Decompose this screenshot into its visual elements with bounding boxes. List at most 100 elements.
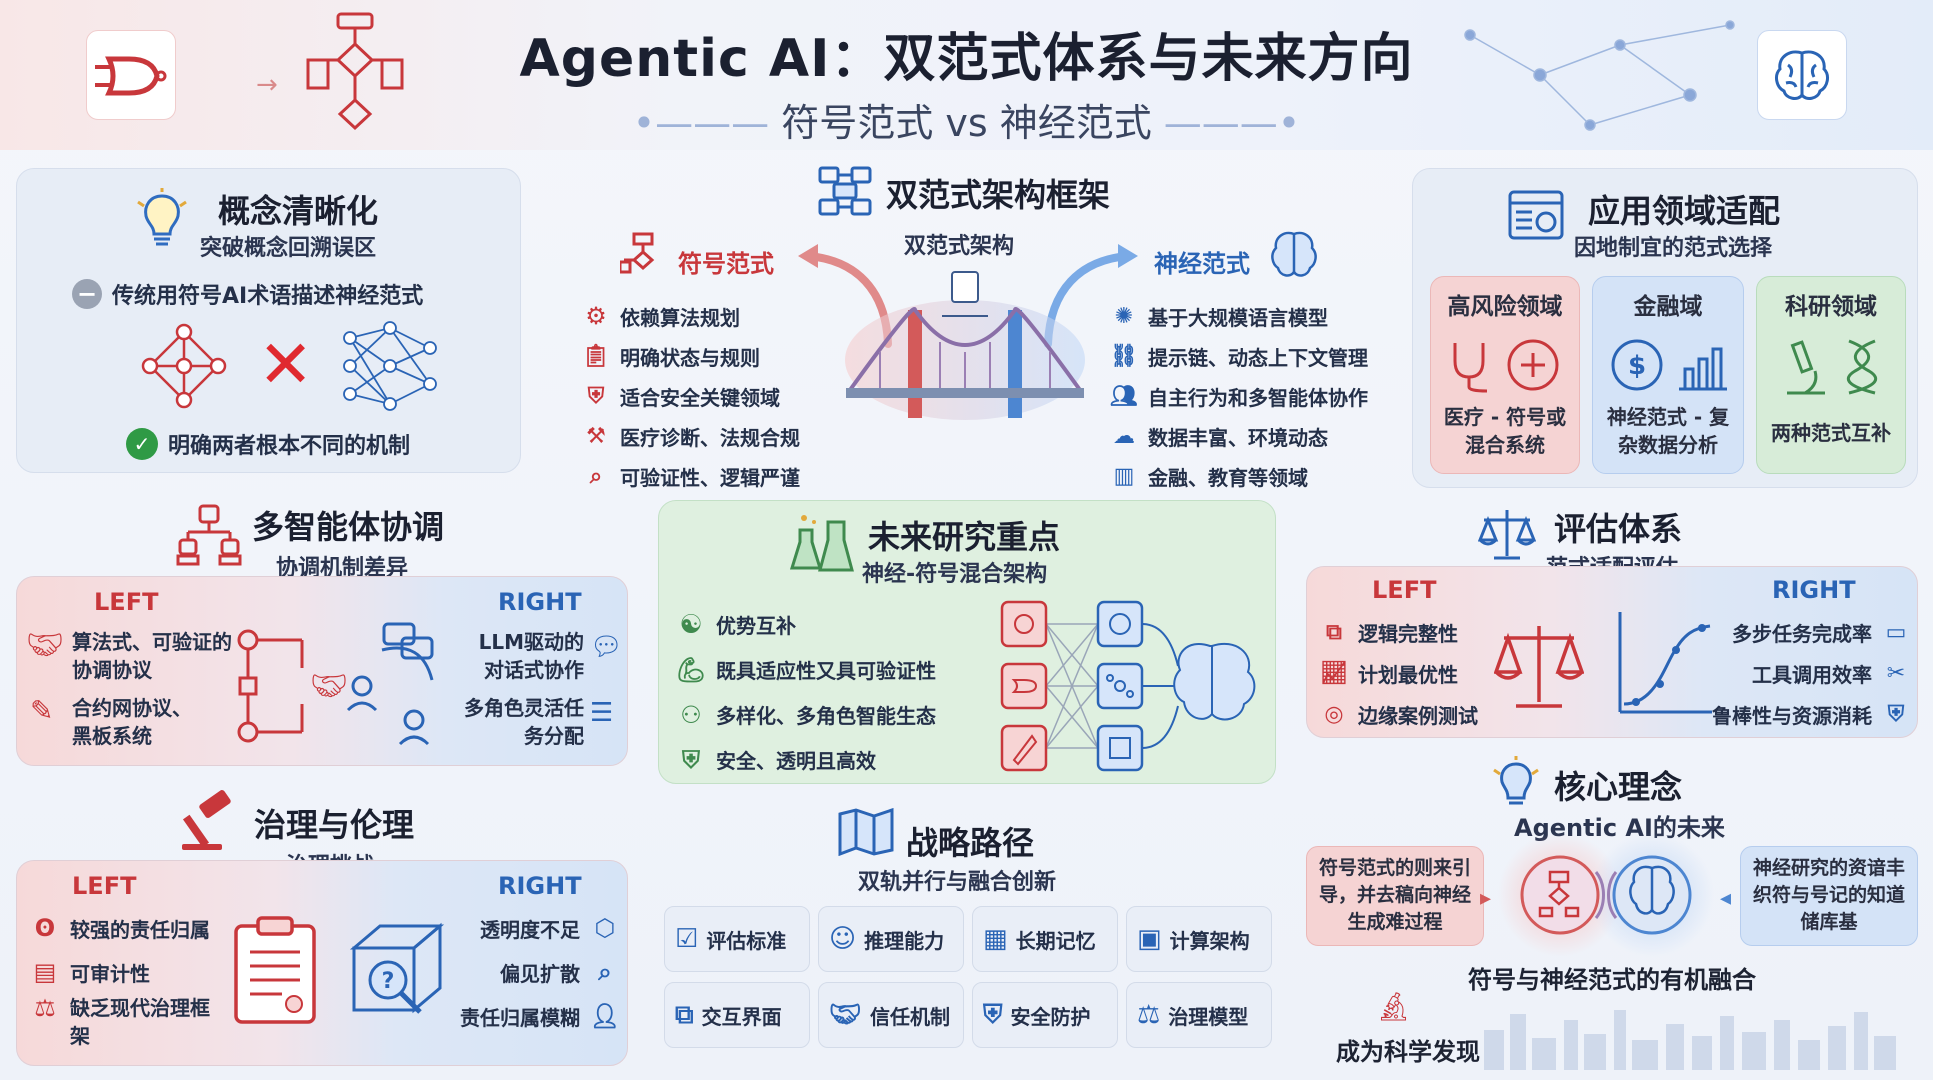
person-icon: 👤︎ <box>589 1002 621 1030</box>
core-right-arrow: ◂ <box>1720 886 1732 911</box>
neural-title: 神经范式 <box>1154 250 1250 278</box>
shield-check-icon: ⛨ <box>682 745 700 774</box>
domain-research: 科研领域 两种范式互补 <box>1756 276 1906 474</box>
strategy-tile: ☺推理能力 <box>818 906 964 972</box>
contract-icon: ✎ <box>30 694 54 727</box>
governance-right-tag: RIGHT <box>498 872 582 900</box>
core-right-box: 神经研究的资谙丰织符与号记的知道储库基 <box>1740 846 1918 946</box>
neural-item: ⛓提示链、动态上下文管理 <box>1110 343 1368 370</box>
growth-curve-icon <box>1614 608 1714 718</box>
gavel-icon: ⚒ <box>586 423 606 449</box>
brain-small-icon: ✺ <box>1114 303 1134 329</box>
multiagent-left-item: 算法式、可验证的协调协议 <box>72 630 232 682</box>
domain-desc: 神经范式 - 复杂数据分析 <box>1606 405 1730 457</box>
future-item: 💪︎既具适应性又具可验证性 <box>675 655 936 684</box>
evaluation-panel <box>1306 566 1918 738</box>
balance-icon <box>1493 618 1585 714</box>
chip-icon: ▣ <box>1137 924 1162 954</box>
cube-icon: ⬡ <box>594 914 616 942</box>
future-item: ⛨安全、透明且高效 <box>676 737 936 782</box>
bridge-illustration <box>840 270 1090 440</box>
multiagent-left-tag: LEFT <box>94 588 159 616</box>
evaluation-left-tag: LEFT <box>1372 576 1437 604</box>
governance-right-item: 透明度不足⬡ <box>440 906 620 950</box>
evaluation-left-item: ⧉逻辑完整性 <box>1320 612 1478 653</box>
domain-desc: 两种范式互补 <box>1771 421 1891 445</box>
page-title: Agentic AI：双范式体系与未来方向 <box>519 29 1414 89</box>
future-title: 未来研究重点 <box>868 518 1061 556</box>
svg-text:$: $ <box>1628 351 1646 381</box>
concept-card <box>16 168 521 473</box>
magnifier-icon: ⌕ <box>589 463 603 489</box>
symbolic-item: ⛨适合安全关键领域 <box>582 376 800 416</box>
governance-left-item: ▤可审计性 <box>30 950 210 994</box>
symbolic-network-icon <box>138 320 230 412</box>
strategy-tile: ⛨安全防护 <box>972 982 1118 1048</box>
application-title: 应用领域适配 <box>1588 192 1781 230</box>
lightbulb-icon <box>134 188 190 250</box>
core-title: 核心理念 <box>1554 768 1683 806</box>
core-fusion-graphic <box>1488 832 1724 958</box>
governance-right-list: 透明度不足⬡ 偏见扩散⌕ 责任归属模糊👤︎ <box>440 906 620 1038</box>
brain-icon <box>1757 30 1847 120</box>
concept-wrong-text: 传统用符号AI术语描述神经范式 <box>112 284 424 309</box>
document-icon: ▤ <box>33 958 57 986</box>
check-circle-icon: ✓ <box>126 428 158 460</box>
gavel-large-icon <box>178 790 244 852</box>
symbolic-flow-icon <box>618 232 666 278</box>
governance-right-item: 责任归属模糊👤︎ <box>460 1002 621 1030</box>
checklist-icon: ☑ <box>675 924 699 954</box>
microscope-dna-icon <box>1775 335 1895 397</box>
symbolic-item: 📋︎明确状态与规则 <box>582 343 760 370</box>
hybrid-architecture-diagram <box>998 596 1266 782</box>
future-card <box>658 500 1276 784</box>
concept-right-text: 明确两者根本不同的机制 <box>168 434 411 459</box>
multiagent-left-item: 合约网协议、黑板系统 <box>72 696 192 748</box>
flask-icon <box>789 512 854 574</box>
framework-title: 双范式架构框架 <box>886 176 1111 214</box>
future-list: ☯优势互补 💪︎既具适应性又具可验证性 ⚇多样化、多角色智能生态 ⛨安全、透明且… <box>676 602 936 782</box>
core-lightbulb-icon <box>1492 756 1540 810</box>
flowchart-icon <box>300 10 410 135</box>
memory-icon: ▦ <box>983 924 1008 954</box>
tools-icon: ✂ <box>1886 661 1906 686</box>
chain-link-icon: ⛓ <box>1110 343 1138 369</box>
multiagent-right-item: LLM驱动的对话式协作 <box>478 630 584 682</box>
clipboard-report-icon <box>232 916 318 1026</box>
concept-wrong-row: − 传统用符号AI术语描述神经范式 <box>72 278 423 310</box>
governance-title: 治理与伦理 <box>254 806 415 844</box>
roadmap-icon <box>838 807 894 857</box>
framework-icon <box>818 166 872 216</box>
microscope-small-icon: 🔬︎ <box>1376 990 1412 1023</box>
arrow-right-icon: → <box>256 70 278 100</box>
strategy-tile: ⧉交互界面 <box>664 982 810 1048</box>
handshake-icon: 🤝︎ <box>26 628 65 663</box>
multiagent-panel <box>16 576 628 766</box>
neural-item: ✺基于大规模语言模型 <box>1110 296 1368 336</box>
evaluation-left-item: 📈︎计划最优性 <box>1320 661 1458 687</box>
evaluation-left-item: ◎边缘案例测试 <box>1320 694 1478 735</box>
future-item: ☯优势互补 <box>676 602 936 647</box>
robot-team-icon <box>176 502 242 568</box>
neural-item: ☁数据丰富、环境动态 <box>1110 416 1368 456</box>
symbolic-title: 符号范式 <box>678 250 774 278</box>
interface-icon: ⧉ <box>675 999 694 1030</box>
domain-title: 金融域 <box>1633 294 1703 320</box>
strategy-title: 战略路径 <box>906 824 1035 862</box>
scales-small-icon: ⚖ <box>34 994 56 1022</box>
progress-icon: ▭ <box>1885 620 1907 645</box>
neural-brain-icon <box>1268 230 1320 280</box>
coordination-diagram: 🤝︎ <box>232 620 452 752</box>
future-item: ⚇多样化、多角色智能生态 <box>676 692 936 737</box>
target-icon: ◎ <box>1324 702 1344 727</box>
head-gear-icon: ☺ <box>829 924 857 954</box>
minus-circle-icon: − <box>72 279 102 309</box>
application-subtitle: 因地制宜的范式选择 <box>1574 236 1773 261</box>
governance-panel <box>16 860 628 1066</box>
trust-handshake-icon: 🤝︎ <box>829 1000 863 1030</box>
strategy-tile: ▣计算架构 <box>1126 906 1272 972</box>
shield-lock-icon: ⛨ <box>983 999 1003 1030</box>
page-subtitle: •——— 符号范式 vs 神经范式 ———• <box>632 101 1301 145</box>
governance-left-tag: LEFT <box>72 872 137 900</box>
